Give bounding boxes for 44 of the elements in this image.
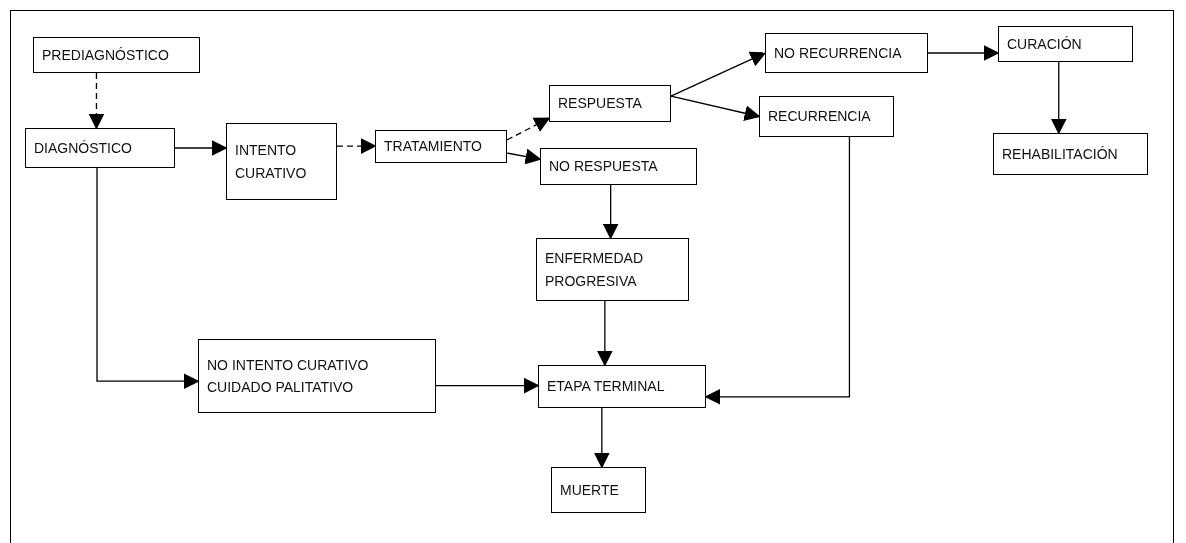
arrow bbox=[670, 95, 761, 122]
process-box bbox=[198, 339, 436, 413]
arrow bbox=[602, 184, 619, 240]
arrow bbox=[596, 300, 613, 367]
process-box bbox=[226, 123, 337, 200]
arrow bbox=[435, 377, 540, 394]
process-box bbox=[536, 238, 689, 301]
arrow bbox=[704, 136, 851, 405]
process-box bbox=[25, 128, 175, 168]
box-label: RESPUESTA bbox=[558, 94, 643, 114]
box-label: NO RESPUESTA bbox=[549, 157, 659, 177]
process-box bbox=[33, 37, 200, 73]
box-label: RECURRENCIA bbox=[768, 107, 872, 127]
arrow bbox=[174, 140, 228, 156]
box-label: REHABILITACIÓN bbox=[1002, 144, 1119, 164]
process-box bbox=[549, 85, 671, 122]
process-box bbox=[538, 365, 706, 408]
arrow bbox=[88, 72, 105, 130]
process-box bbox=[993, 133, 1148, 175]
arrow bbox=[506, 117, 551, 141]
box-label: MUERTE bbox=[560, 480, 620, 500]
arrow bbox=[336, 138, 377, 155]
process-box bbox=[759, 96, 894, 137]
process-box bbox=[551, 467, 646, 513]
process-box bbox=[375, 130, 507, 163]
box-label: PREDIAGNÓSTICO bbox=[42, 45, 170, 65]
box-label: NO INTENTO CURATIVO bbox=[207, 355, 370, 375]
process-box bbox=[765, 33, 928, 73]
arrow bbox=[96, 167, 200, 390]
box-label: DIAGNÓSTICO bbox=[34, 138, 133, 158]
box-label: CUIDADO PALITATIVO bbox=[207, 378, 355, 397]
arrow bbox=[670, 51, 767, 97]
box-label: ETAPA TERMINAL bbox=[547, 377, 666, 397]
arrow bbox=[593, 407, 610, 469]
process-box bbox=[540, 148, 697, 185]
arrow bbox=[1050, 61, 1067, 135]
box-label: INTENTO CURATIVO bbox=[235, 141, 308, 183]
box-label: NO RECURRENCIA bbox=[774, 43, 903, 63]
box-label: CURACIÓN bbox=[1007, 34, 1083, 54]
arrow bbox=[927, 45, 1000, 61]
box-label: TRATAMIENTO bbox=[384, 137, 483, 157]
arrow bbox=[506, 148, 542, 165]
box-label: ENFERMEDAD PROGRESIVA bbox=[545, 249, 644, 291]
process-box bbox=[998, 26, 1133, 62]
